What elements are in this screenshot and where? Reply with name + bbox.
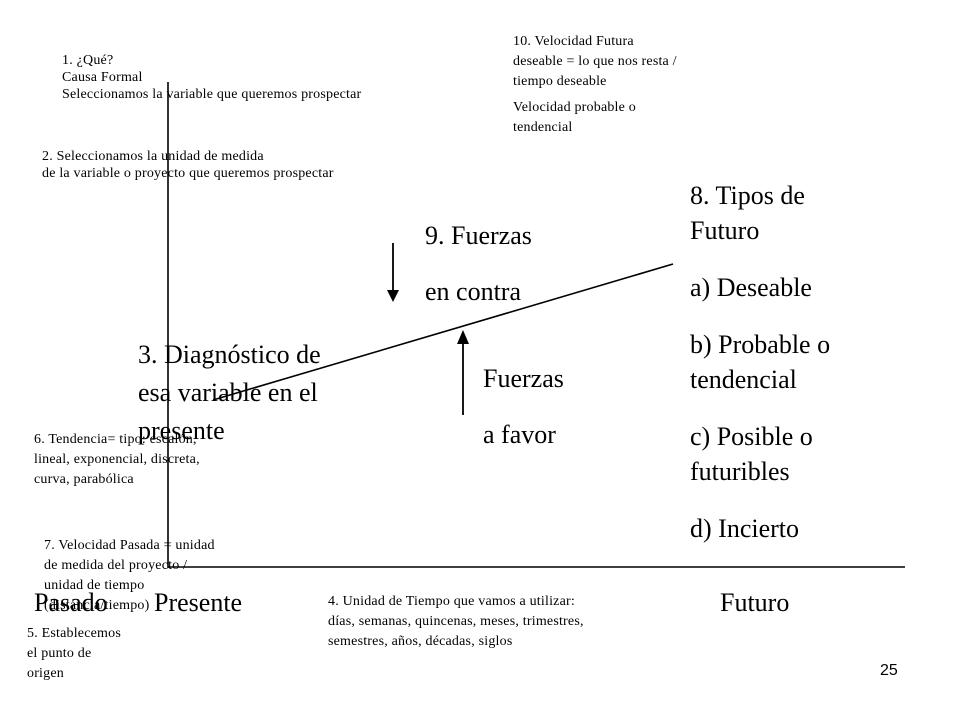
note-7-line-2: de medida del proyecto /: [44, 558, 188, 573]
diagnosis-line-3: presente: [138, 416, 225, 445]
note-1-formal-cause: 1. ¿Qué? Causa Formal Seleccionamos la v…: [62, 52, 361, 103]
note-1-line-2: Causa Formal: [62, 70, 143, 85]
note-5-origin: 5. Establecemos el punto de origen: [27, 624, 121, 684]
note-6-line-1: 6. Tendencia= tipo: escalón,: [34, 432, 197, 447]
note-1-line-3: Seleccionamos la variable que queremos p…: [62, 87, 362, 102]
forces-favor-label: Fuerzas a favor: [483, 351, 564, 463]
note-4-line-2: días, semanas, quincenas, meses, trimest…: [328, 614, 584, 629]
note-6-line-3: curva, parabólica: [34, 472, 134, 487]
note-6-line-2: lineal, exponencial, discreta,: [34, 452, 200, 467]
page-number: 25: [880, 662, 898, 679]
note-4-line-3: semestres, años, décadas, siglos: [328, 634, 513, 649]
note-5-line-2: el punto de: [27, 646, 92, 661]
future-type-desirable: a) Deseable: [690, 273, 812, 302]
future-types-title-1: 8. Tipos de: [690, 181, 805, 210]
note-7-line-4: (distancia/tiempo): [44, 598, 150, 613]
future-types-list: 8. Tipos de Futuro a) Deseable b) Probab…: [690, 178, 830, 546]
axis-label-past: Pasado: [34, 588, 108, 617]
note-5-line-3: origen: [27, 666, 64, 681]
future-types-title-2: Futuro: [690, 216, 760, 245]
axis-label-present: Presente: [154, 588, 243, 617]
note-10-line-4: Velocidad probable o: [513, 100, 636, 115]
note-4-line-1: 4. Unidad de Tiempo que vamos a utilizar…: [328, 594, 575, 609]
note-4-time-unit: 4. Unidad de Tiempo que vamos a utilizar…: [328, 592, 584, 652]
note-5-line-1: 5. Establecemos: [27, 626, 121, 641]
forces-against-label: 9. Fuerzas en contra: [425, 208, 532, 320]
diagnosis-line-1: 3. Diagnóstico de: [138, 340, 321, 369]
future-type-probable-2: tendencial: [690, 365, 797, 394]
note-7-line-1: 7. Velocidad Pasada = unidad: [44, 538, 215, 553]
note-7-line-3: unidad de tiempo: [44, 578, 145, 593]
note-2-unit-of-measure: 2. Seleccionamos la unidad de medida de …: [42, 148, 334, 182]
note-6-trend: 6. Tendencia= tipo: escalón, lineal, exp…: [34, 430, 200, 490]
note-10-line-1: 10. Velocidad Futura: [513, 34, 634, 49]
forces-against-line-1: 9. Fuerzas: [425, 221, 532, 250]
forces-against-line-2: en contra: [425, 277, 522, 306]
note-10-line-5: tendencial: [513, 120, 573, 135]
future-type-probable-1: b) Probable o: [690, 330, 831, 359]
note-10-future-velocity: 10. Velocidad Futura deseable = lo que n…: [513, 32, 677, 138]
note-7-past-velocity: 7. Velocidad Pasada = unidad de medida d…: [44, 536, 215, 616]
axis-label-future: Futuro: [720, 588, 790, 617]
future-type-possible-2: futuribles: [690, 457, 790, 486]
forces-favor-line-2: a favor: [483, 420, 556, 449]
note-2-line-2: de la variable o proyecto que queremos p…: [42, 166, 334, 181]
arrow-against-head: [387, 290, 399, 302]
note-1-line-1: 1. ¿Qué?: [62, 53, 114, 68]
note-10-line-3: tiempo deseable: [513, 74, 607, 89]
arrow-favor-head: [457, 330, 469, 344]
trend-line: [212, 263, 674, 401]
forces-favor-line-1: Fuerzas: [483, 364, 564, 393]
diagnosis-line-2: esa variable en el: [138, 378, 318, 407]
future-type-possible-1: c) Posible o: [690, 422, 813, 451]
future-type-uncertain: d) Incierto: [690, 514, 800, 543]
diagnosis-label: 3. Diagnóstico de esa variable en el pre…: [138, 336, 321, 450]
note-10-line-2: deseable = lo que nos resta /: [513, 54, 677, 69]
note-2-line-1: 2. Seleccionamos la unidad de medida: [42, 149, 264, 164]
